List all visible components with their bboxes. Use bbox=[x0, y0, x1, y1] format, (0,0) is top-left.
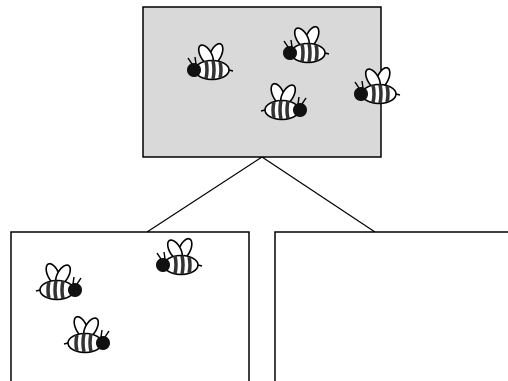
connector-line-right bbox=[261, 156, 376, 233]
part-box-right bbox=[274, 231, 508, 381]
part-box-left bbox=[10, 231, 250, 381]
whole-box bbox=[142, 6, 382, 158]
connector-line-left bbox=[146, 156, 263, 233]
